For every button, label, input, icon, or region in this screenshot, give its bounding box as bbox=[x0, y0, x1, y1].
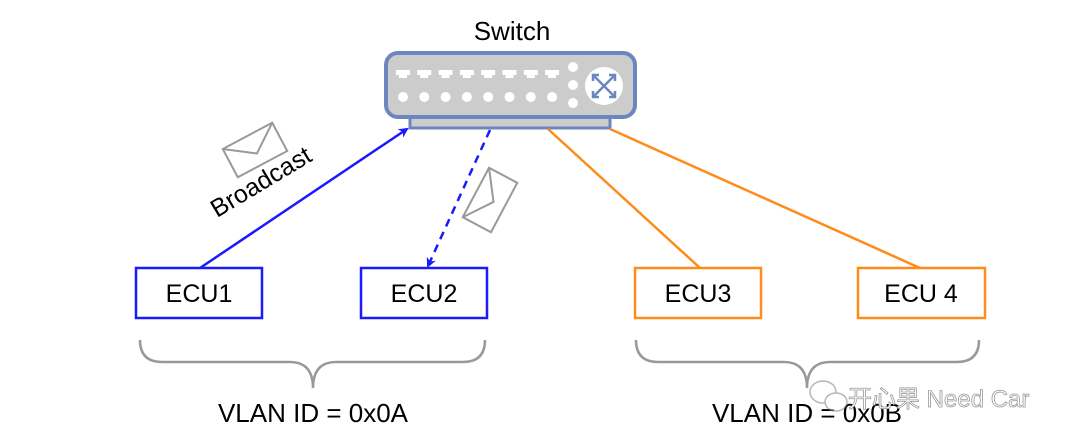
ecu3-box: ECU3 bbox=[633, 266, 763, 320]
ecu1-box: ECU1 bbox=[134, 266, 264, 320]
switch-led bbox=[419, 92, 430, 102]
ecu2-box: ECU2 bbox=[359, 266, 489, 320]
ecu2-label: ECU2 bbox=[391, 280, 458, 308]
ecu4-label: ECU 4 bbox=[884, 280, 958, 308]
vlan-a-brace bbox=[138, 339, 487, 389]
switch-led bbox=[440, 92, 451, 102]
ecu2-forward-link bbox=[426, 129, 492, 268]
switch-label: Switch bbox=[474, 16, 551, 46]
switch-led bbox=[398, 92, 408, 102]
vlan-a-label: VLAN ID = 0x0A bbox=[218, 398, 409, 428]
switch-port bbox=[481, 70, 496, 78]
switch-port bbox=[459, 70, 474, 78]
envelope-icon bbox=[221, 121, 289, 179]
ecu3-label: ECU3 bbox=[665, 280, 732, 308]
switch-port bbox=[545, 70, 560, 78]
switch-led bbox=[483, 92, 494, 102]
switch-port bbox=[417, 70, 432, 78]
switch-led bbox=[525, 92, 536, 102]
ecu1-label: ECU1 bbox=[166, 280, 233, 308]
envelope-icon bbox=[461, 166, 519, 234]
ecu1-broadcast-link bbox=[199, 127, 409, 270]
switch-port bbox=[438, 70, 453, 78]
switch-port bbox=[502, 70, 517, 78]
switch-led bbox=[504, 92, 515, 102]
wechat-watermark-icon bbox=[809, 380, 848, 412]
ecu4-box: ECU 4 bbox=[856, 266, 987, 320]
vlan-b-label: VLAN ID = 0x0B bbox=[712, 398, 902, 428]
switch-port bbox=[523, 70, 538, 78]
ecu4-link bbox=[609, 127, 921, 270]
watermark-text: 开心果 Need Car bbox=[848, 386, 1029, 413]
ecu3-link bbox=[547, 128, 701, 269]
switch-port bbox=[396, 70, 410, 78]
vlan-b-brace bbox=[634, 339, 981, 389]
switch-led bbox=[461, 92, 472, 102]
switch-led bbox=[547, 92, 558, 102]
switch-icon bbox=[384, 51, 637, 130]
